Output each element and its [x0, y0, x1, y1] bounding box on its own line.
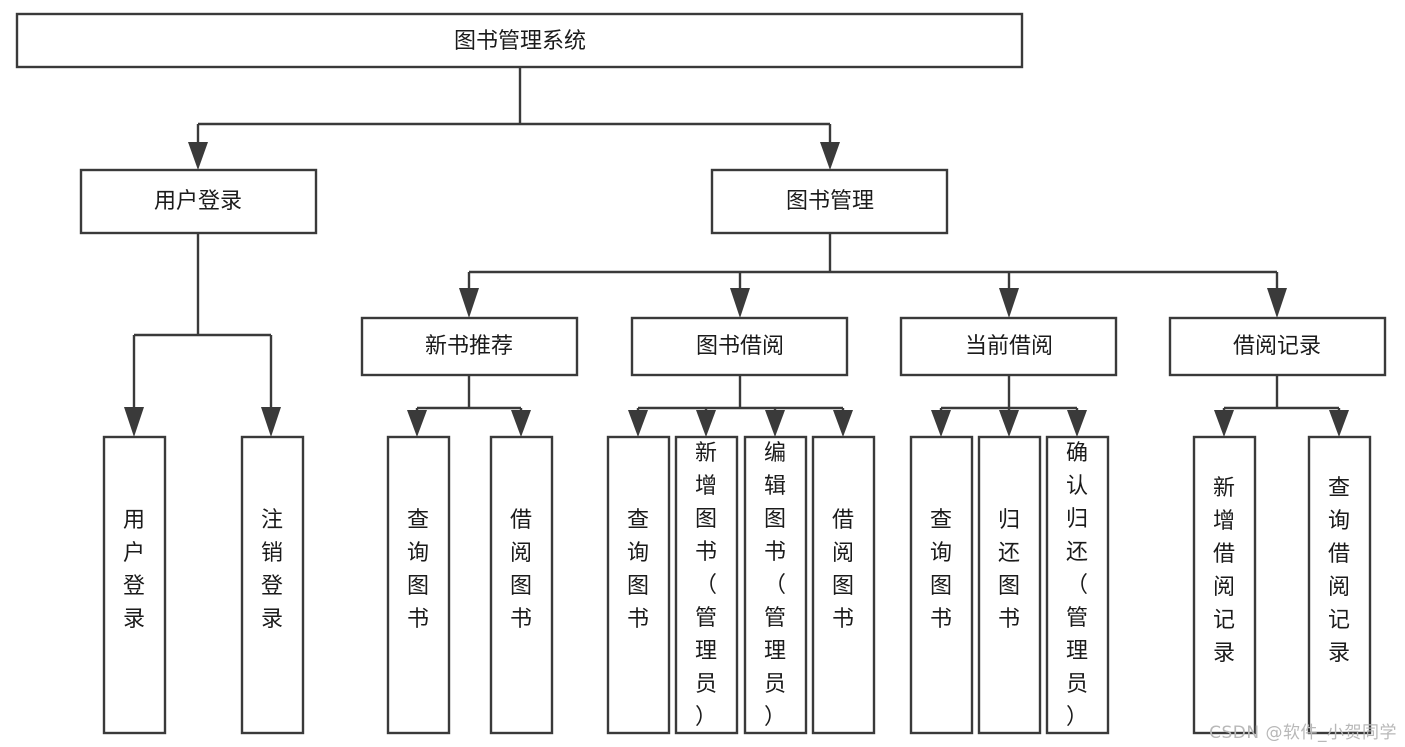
arrow-bookborrow-leaf-1 [628, 410, 648, 437]
leaf-current-confirm-return[interactable]: 确认归还（管理员） [1045, 435, 1110, 735]
node-book-borrow-label: 图书借阅 [696, 334, 784, 359]
leaf-bookborrow-borrow[interactable]: 借阅图书 [811, 435, 876, 735]
node-root-system-box[interactable] [15, 12, 1024, 69]
arrow-manage-to-new-book [459, 288, 479, 318]
leaf-newbook-borrow[interactable]: 借阅图书 [489, 435, 554, 735]
leaf-newbook-query-label: 查询图书 [407, 508, 429, 632]
leaf-record-query-box[interactable] [1307, 435, 1372, 735]
leaf-bookborrow-borrow-box[interactable] [811, 435, 876, 735]
node-book-management-box[interactable] [710, 168, 949, 235]
leaf-bookborrow-edit[interactable]: 编辑图书（管理员） [743, 435, 808, 735]
leaf-record-query-label: 查询借阅记录 [1328, 476, 1350, 666]
leaf-bookborrow-edit-label: 编辑图书（管理员） [764, 441, 786, 730]
leaf-current-query-box[interactable] [909, 435, 974, 735]
leaf-current-query-label: 查询图书 [930, 508, 952, 632]
arrow-manage-to-borrow [730, 288, 750, 318]
leaf-user-login-signin-label: 用户登录 [123, 508, 145, 632]
arrow-root-to-login [188, 142, 208, 170]
arrow-bookborrow-leaf-3 [765, 410, 785, 437]
leaf-user-login-signout[interactable]: 注销登录 [240, 435, 305, 735]
arrow-newbook-leaf-1 [407, 410, 427, 437]
leaf-bookborrow-edit-box[interactable] [743, 435, 808, 735]
node-current-borrow-label: 当前借阅 [965, 334, 1053, 359]
leaf-bookborrow-borrow-label: 借阅图书 [832, 508, 854, 632]
leaf-record-query[interactable]: 查询借阅记录 [1307, 435, 1372, 735]
arrow-login-leaf-1 [124, 407, 144, 437]
arrow-record-leaf-1 [1214, 410, 1234, 437]
node-new-book-recommend-box[interactable] [360, 316, 579, 377]
node-new-book-recommend-label: 新书推荐 [425, 334, 513, 359]
node-current-borrow-box[interactable] [899, 316, 1118, 377]
leaf-current-return-box[interactable] [977, 435, 1042, 735]
arrow-newbook-leaf-2 [511, 410, 531, 437]
node-book-borrow-box[interactable] [630, 316, 849, 377]
leaf-current-confirm-return-label: 确认归还（管理员） [1066, 441, 1088, 730]
node-borrow-record[interactable]: 借阅记录 [1168, 316, 1387, 377]
leaf-newbook-borrow-box[interactable] [489, 435, 554, 735]
node-user-login-label: 用户登录 [154, 189, 242, 214]
arrow-manage-to-current [999, 288, 1019, 318]
arrow-bookborrow-leaf-2 [696, 410, 716, 437]
node-root-system[interactable]: 图书管理系统 [15, 12, 1024, 69]
leaf-newbook-query-box[interactable] [386, 435, 451, 735]
node-user-login[interactable]: 用户登录 [79, 168, 318, 235]
arrow-manage-to-record [1267, 288, 1287, 318]
arrow-login-leaf-2 [261, 407, 281, 437]
leaf-record-add-label: 新增借阅记录 [1213, 476, 1235, 666]
leaf-bookborrow-query-label: 查询图书 [627, 508, 649, 632]
node-book-borrow[interactable]: 图书借阅 [630, 316, 849, 377]
arrow-record-leaf-2 [1329, 410, 1349, 437]
node-root-system-label: 图书管理系统 [454, 29, 586, 54]
arrow-bookborrow-leaf-4 [833, 410, 853, 437]
node-new-book-recommend[interactable]: 新书推荐 [360, 316, 579, 377]
node-book-management-label: 图书管理 [786, 189, 874, 214]
leaf-user-login-signout-label: 注销登录 [261, 508, 283, 632]
leaf-current-return[interactable]: 归还图书 [977, 435, 1042, 735]
node-current-borrow[interactable]: 当前借阅 [899, 316, 1118, 377]
leaf-bookborrow-add-box[interactable] [674, 435, 739, 735]
arrow-root-to-manage [820, 142, 840, 170]
leaf-user-login-signin-box[interactable] [102, 435, 167, 735]
leaf-bookborrow-query[interactable]: 查询图书 [606, 435, 671, 735]
leaf-bookborrow-query-box[interactable] [606, 435, 671, 735]
leaf-user-login-signout-box[interactable] [240, 435, 305, 735]
leaf-current-confirm-return-box[interactable] [1045, 435, 1110, 735]
node-borrow-record-box[interactable] [1168, 316, 1387, 377]
leaf-record-add[interactable]: 新增借阅记录 [1192, 435, 1257, 735]
leaf-bookborrow-add[interactable]: 新增图书（管理员） [674, 435, 739, 735]
arrow-current-leaf-1 [931, 410, 951, 437]
node-book-management[interactable]: 图书管理 [710, 168, 949, 235]
leaf-current-return-label: 归还图书 [998, 508, 1020, 632]
leaf-newbook-query[interactable]: 查询图书 [386, 435, 451, 735]
leaf-bookborrow-add-label: 新增图书（管理员） [695, 441, 717, 730]
leaf-record-add-box[interactable] [1192, 435, 1257, 735]
arrow-current-leaf-3 [1067, 410, 1087, 437]
leaf-newbook-borrow-label: 借阅图书 [510, 508, 532, 632]
arrow-current-leaf-2 [999, 410, 1019, 437]
leaf-current-query[interactable]: 查询图书 [909, 435, 974, 735]
node-borrow-record-label: 借阅记录 [1233, 334, 1321, 359]
connector-layer [124, 67, 1349, 437]
leaf-user-login-signin[interactable]: 用户登录 [102, 435, 167, 735]
node-user-login-box[interactable] [79, 168, 318, 235]
